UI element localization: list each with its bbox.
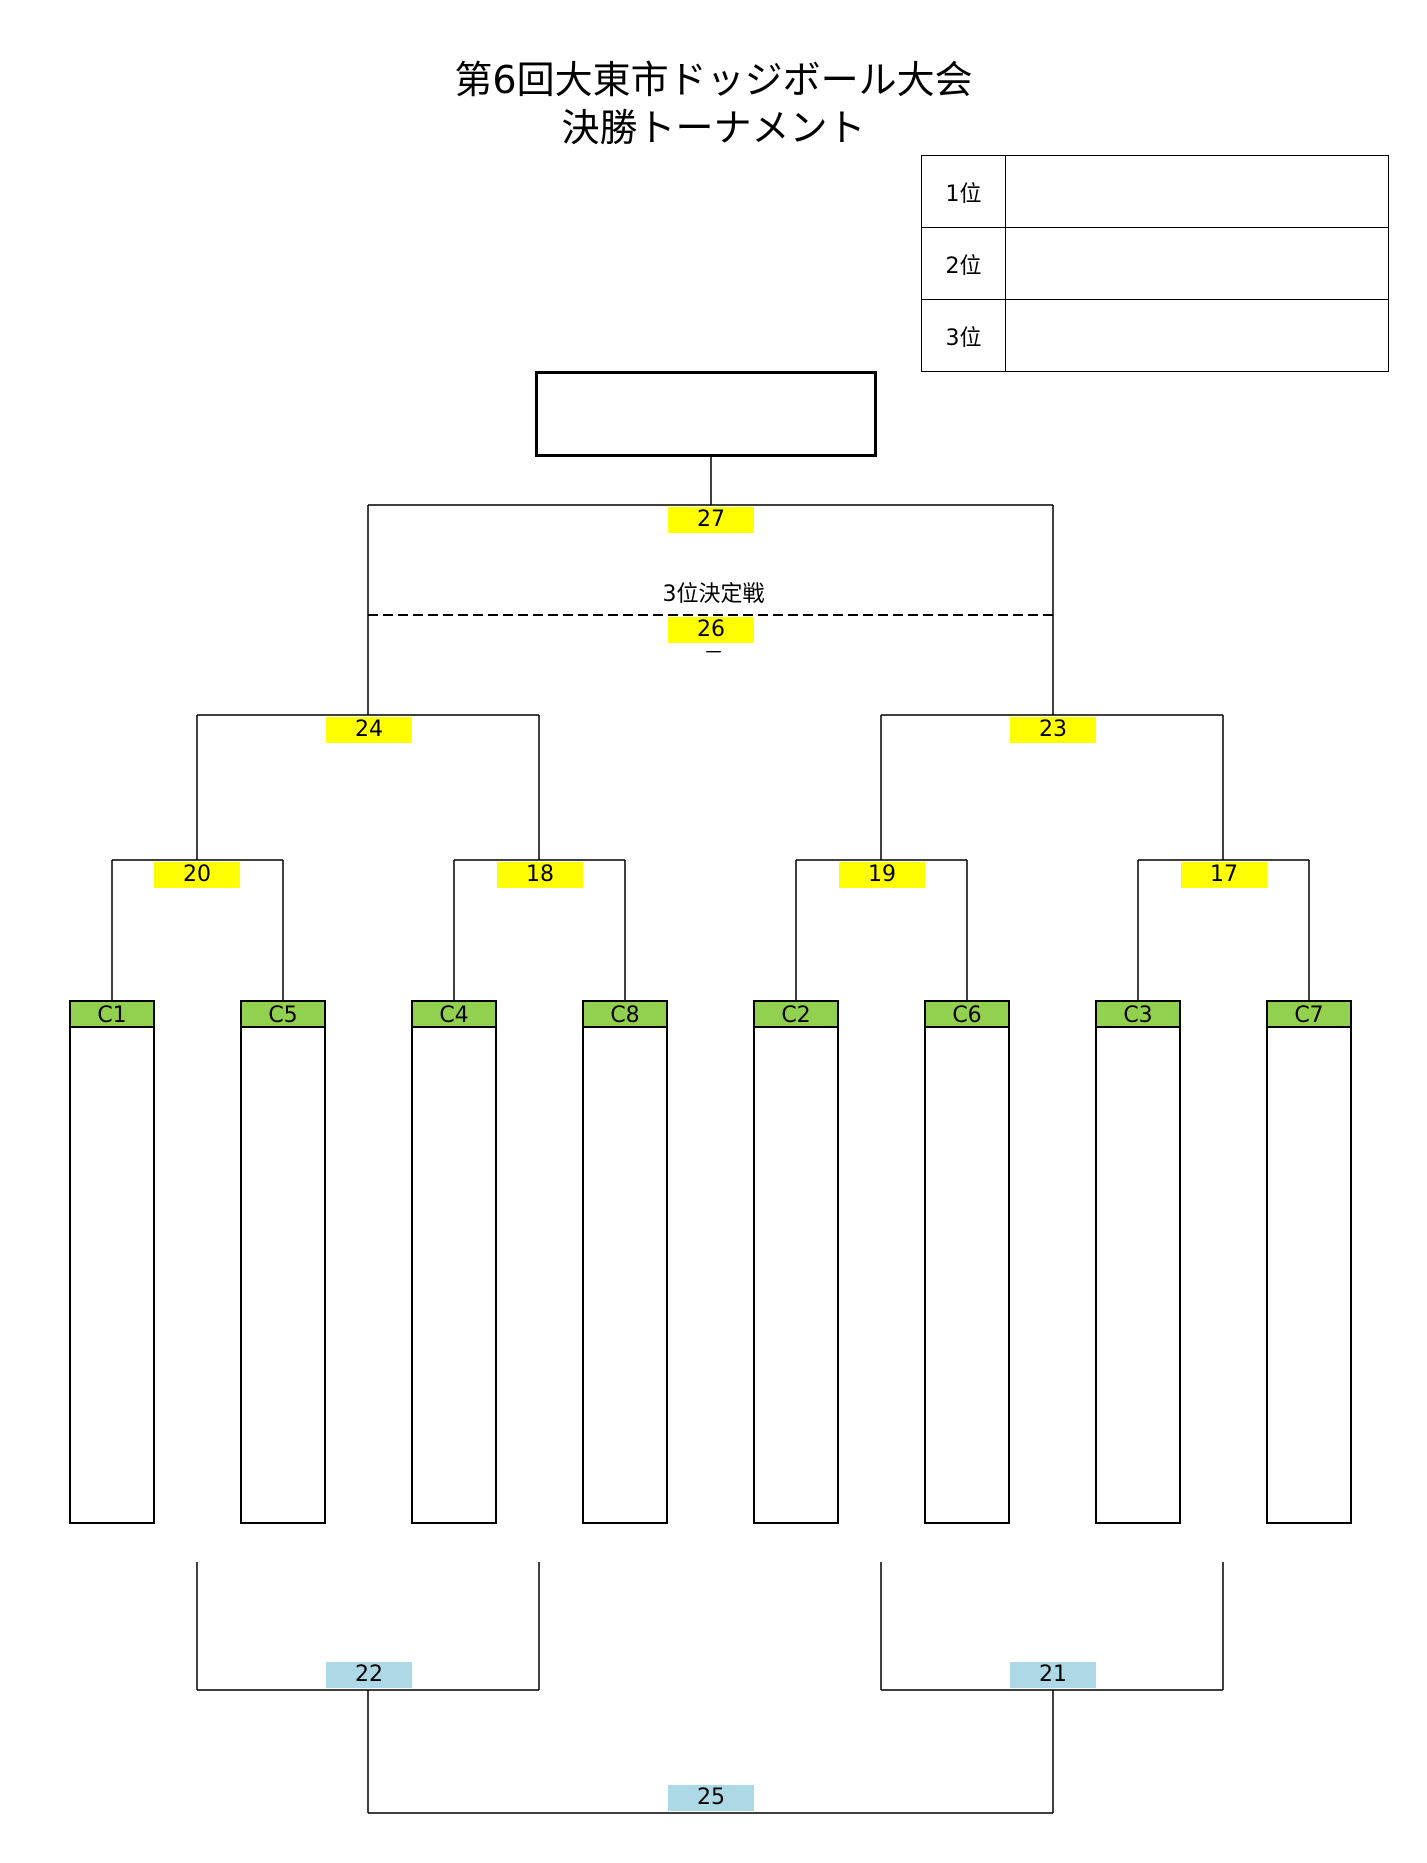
ranking-row-1: 1位 (922, 156, 1388, 228)
seed-team-box[interactable] (411, 1028, 497, 1524)
seed-slot: C7 (1266, 1000, 1352, 1524)
match-qf-1: 20 (154, 862, 240, 888)
seed-label: C1 (69, 1000, 155, 1028)
ranking-row-3: 3位 (922, 300, 1388, 372)
third-place-mark: － (703, 640, 724, 664)
champion-box[interactable] (535, 371, 877, 457)
seed-label: C2 (753, 1000, 839, 1028)
seed-label: C5 (240, 1000, 326, 1028)
match-consolation-final: 25 (668, 1785, 754, 1811)
match-consolation-left: 22 (326, 1662, 412, 1688)
page-subtitle: 決勝トーナメント (561, 106, 866, 150)
seed-team-box[interactable] (240, 1028, 326, 1524)
seed-team-box[interactable] (1095, 1028, 1181, 1524)
match-qf-4: 17 (1181, 862, 1267, 888)
ranking-label-1: 1位 (922, 156, 1006, 227)
seed-label: C3 (1095, 1000, 1181, 1028)
match-semi-left: 24 (326, 717, 412, 743)
seed-slot: C3 (1095, 1000, 1181, 1524)
page-title: 第6回大東市ドッジボール大会 (454, 58, 973, 102)
seed-team-box[interactable] (924, 1028, 1010, 1524)
match-qf-3: 19 (839, 862, 925, 888)
seed-slot: C1 (69, 1000, 155, 1524)
third-place-title: 3位決定戦 (662, 582, 765, 607)
seed-label: C4 (411, 1000, 497, 1028)
seed-team-box[interactable] (582, 1028, 668, 1524)
seed-team-box[interactable] (1266, 1028, 1352, 1524)
match-semi-right: 23 (1010, 717, 1096, 743)
seed-label: C7 (1266, 1000, 1352, 1028)
ranking-label-2: 2位 (922, 228, 1006, 299)
seed-slot: C5 (240, 1000, 326, 1524)
seed-team-box[interactable] (69, 1028, 155, 1524)
match-third-place: 26 (668, 617, 754, 643)
seed-slot: C6 (924, 1000, 1010, 1524)
seed-team-box[interactable] (753, 1028, 839, 1524)
match-consolation-right: 21 (1010, 1662, 1096, 1688)
seed-slot: C4 (411, 1000, 497, 1524)
seed-label: C6 (924, 1000, 1010, 1028)
seed-slot: C2 (753, 1000, 839, 1524)
seed-label: C8 (582, 1000, 668, 1028)
ranking-table: 1位 2位 3位 (921, 155, 1389, 372)
ranking-label-3: 3位 (922, 300, 1006, 372)
match-qf-2: 18 (497, 862, 583, 888)
match-final: 27 (668, 507, 754, 533)
seed-slot: C8 (582, 1000, 668, 1524)
ranking-row-2: 2位 (922, 228, 1388, 300)
